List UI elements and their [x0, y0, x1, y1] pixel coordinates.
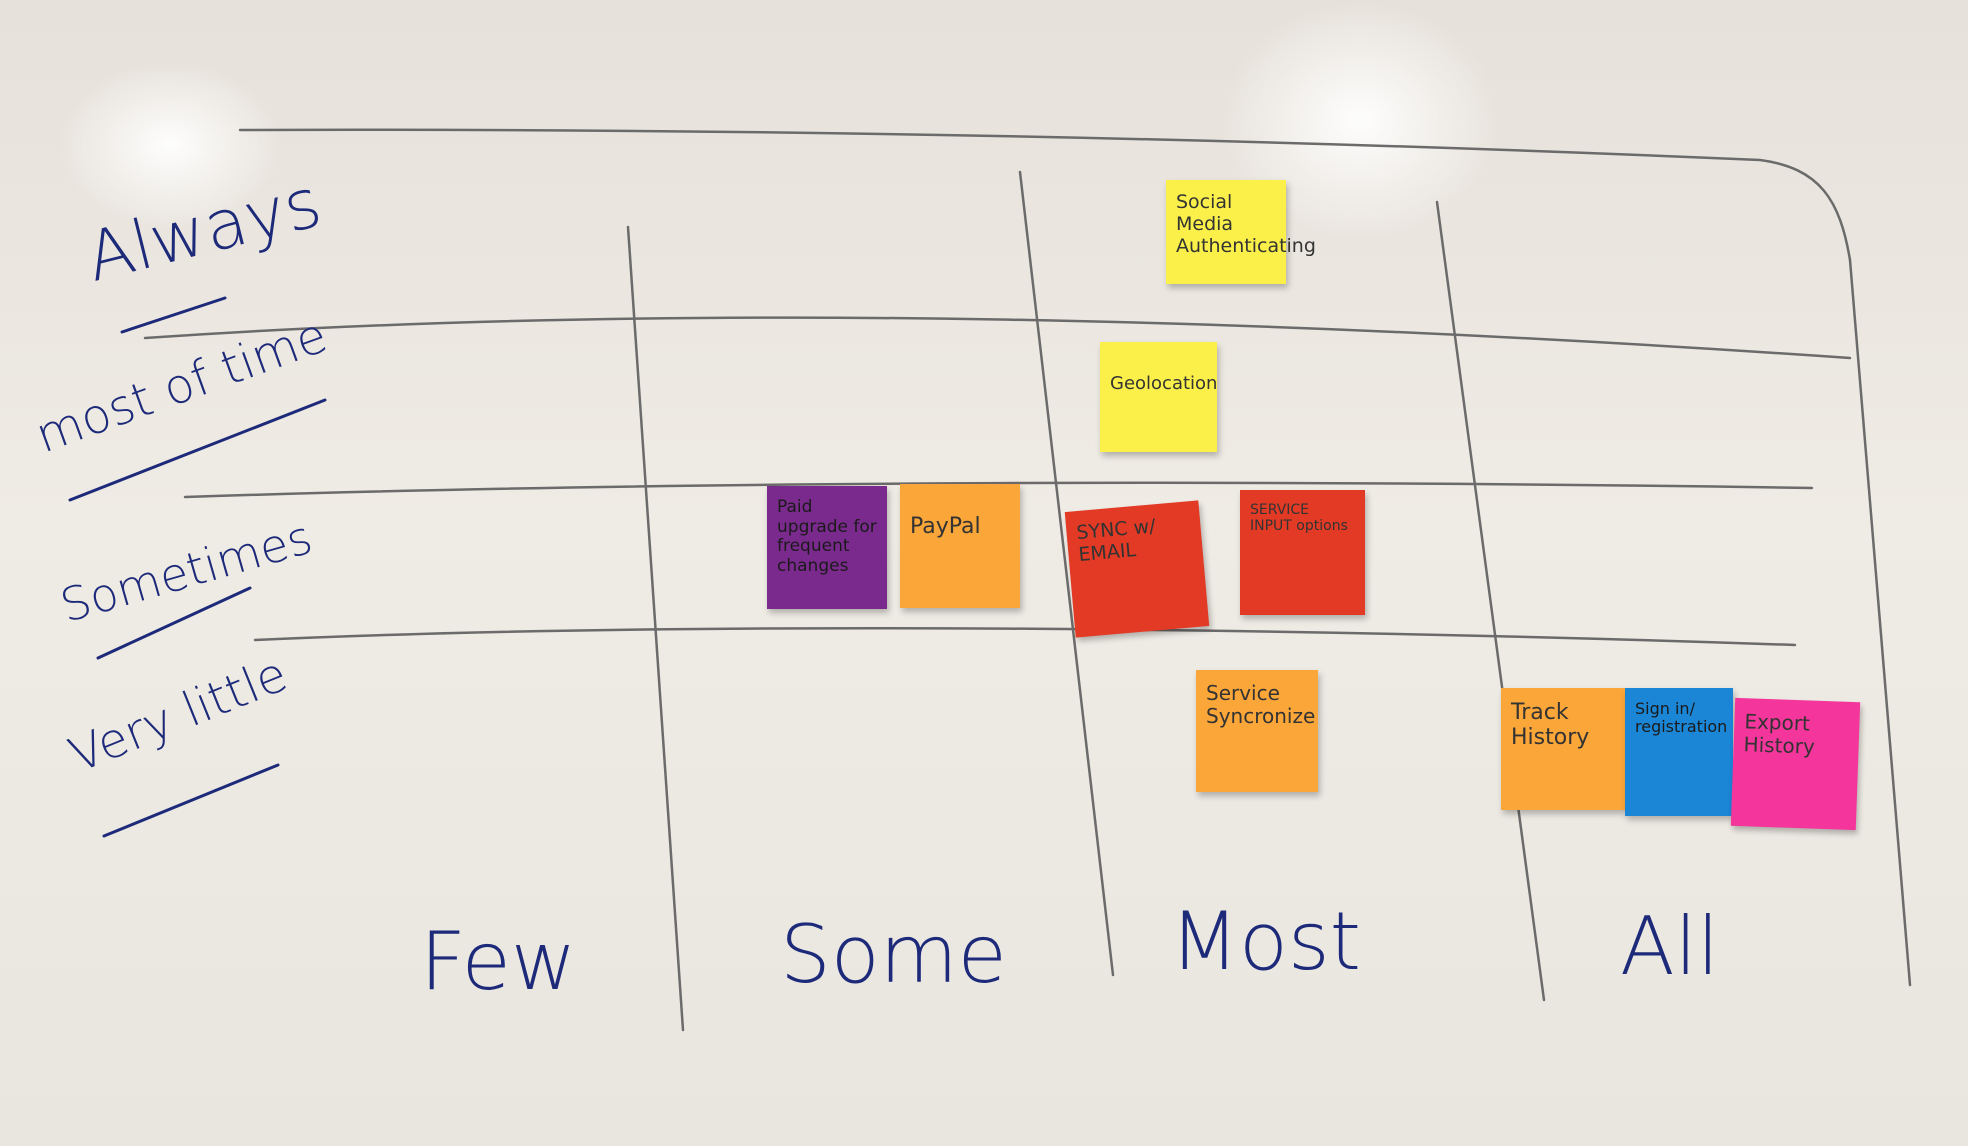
sticky-note-export-history[interactable]: Export History [1730, 697, 1861, 831]
note-text: Geolocation [1110, 373, 1218, 394]
note-text: SYNC w/ EMAIL [1075, 515, 1157, 566]
note-text: Social Media Authenticating [1176, 191, 1316, 257]
note-text: Service Syncronize [1206, 681, 1316, 728]
sticky-note-paid-upgrade[interactable]: Paid upgrade for frequent changes [767, 486, 887, 609]
sticky-note-geolocation[interactable]: Geolocation [1100, 342, 1217, 452]
sticky-note-service-input-options[interactable]: SERVICE INPUT options [1240, 490, 1365, 615]
col-label-most: Most [1170, 895, 1362, 988]
note-text: Track History [1511, 700, 1590, 751]
col-label-few: Few [420, 915, 577, 1008]
sticky-note-paypal[interactable]: PayPal [900, 484, 1020, 608]
sticky-note-track-history[interactable]: Track History [1501, 688, 1625, 810]
col-label-some: Some [780, 908, 1007, 1001]
sticky-note-service-syncronize[interactable]: Service Syncronize [1196, 670, 1318, 792]
note-text: PayPal [910, 514, 981, 539]
sticky-note-sync-email[interactable]: SYNC w/ EMAIL [1064, 500, 1210, 638]
sticky-note-sign-in-registration[interactable]: Sign in/ registration [1625, 688, 1733, 816]
col-label-all: All [1620, 900, 1720, 993]
note-text: Export History [1743, 709, 1816, 759]
note-text: Sign in/ registration [1635, 699, 1728, 737]
note-text: SERVICE INPUT options [1250, 502, 1348, 535]
note-text: Paid upgrade for frequent changes [777, 497, 877, 576]
sticky-note-social-media-authenticating[interactable]: Social Media Authenticating [1166, 180, 1316, 284]
